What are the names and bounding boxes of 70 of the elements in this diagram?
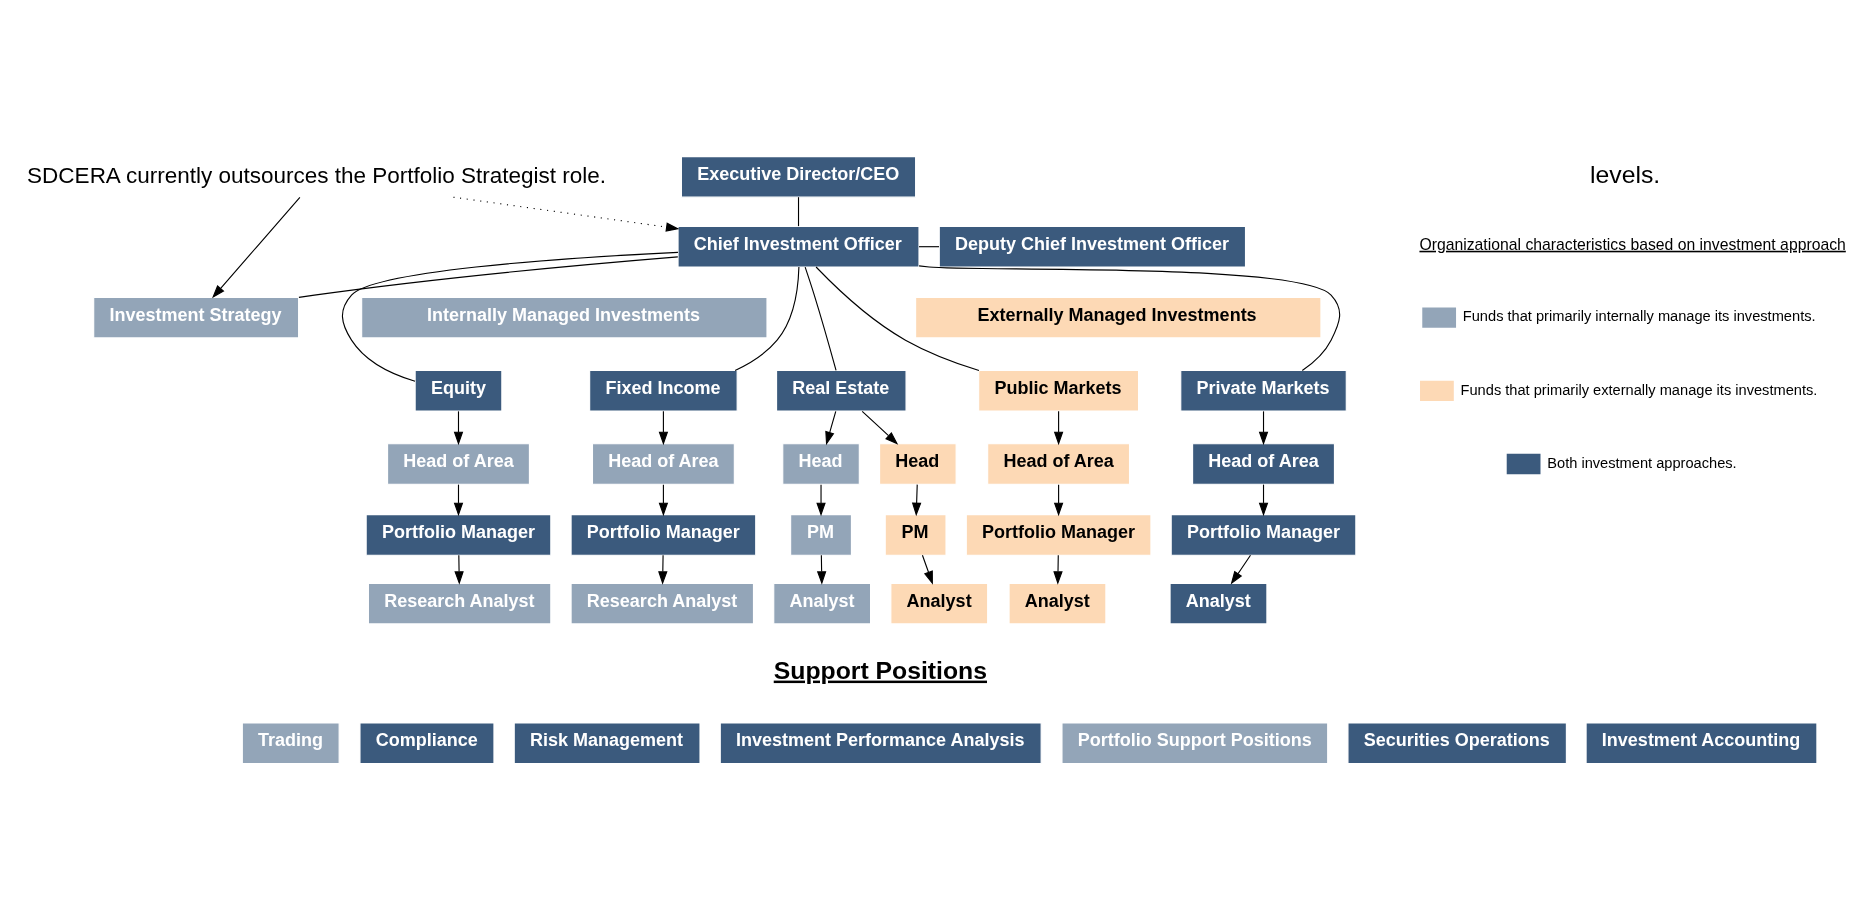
node-box: Investment Accounting xyxy=(1585,722,1818,765)
node-box: Externally Managed Investments xyxy=(915,296,1322,339)
legend-label: Funds that primarily externally manage its investments. xyxy=(1460,381,1818,398)
arrow xyxy=(212,196,301,299)
node-box: Compliance xyxy=(359,722,495,765)
node-box: Head of Area xyxy=(987,443,1131,485)
node-text: SDCERA currently outsources the Portfolio Strategist role. xyxy=(27,162,607,188)
connector xyxy=(341,251,679,382)
arrow xyxy=(658,484,669,517)
label: Support Positions xyxy=(773,656,988,684)
arrow xyxy=(825,410,837,446)
node-box: Investment Performance Analysis xyxy=(719,722,1042,765)
connector xyxy=(815,266,980,372)
arrow xyxy=(453,410,464,446)
node-box: Chief Investment Officer xyxy=(677,225,920,268)
connector xyxy=(734,266,800,371)
node-box: PM xyxy=(790,514,852,556)
node-box: Portfolio Manager xyxy=(570,514,757,556)
node-box: Portfolio Manager xyxy=(965,514,1152,556)
arrow xyxy=(452,196,680,232)
node-box: Analyst xyxy=(773,582,872,625)
arrow xyxy=(453,484,464,517)
arrow xyxy=(921,554,933,585)
node-box: Deputy Chief Investment Officer xyxy=(938,225,1247,268)
node-box: Executive Director/CEO xyxy=(680,156,917,198)
connector xyxy=(804,266,837,371)
arrow xyxy=(658,554,668,585)
legend-label: Funds that primarily internally manage its investments. xyxy=(1462,308,1816,325)
arrow xyxy=(861,410,899,445)
node-box: Head xyxy=(782,443,860,485)
node-box: Head of Area xyxy=(591,443,735,485)
connector xyxy=(918,246,940,248)
node-box: Trading xyxy=(241,722,340,765)
node-box: Research Analyst xyxy=(570,582,755,625)
node-box: Private Markets xyxy=(1180,370,1347,412)
label: Organizational characteristics based on investment approach xyxy=(1419,235,1846,253)
connector xyxy=(797,196,800,227)
connector xyxy=(918,265,1341,371)
node-box: Analyst xyxy=(890,582,989,625)
node-box: Real Estate xyxy=(776,370,907,412)
arrow xyxy=(1053,484,1064,517)
arrow xyxy=(454,554,464,585)
arrow xyxy=(1053,554,1063,585)
node-box: PM xyxy=(884,514,947,556)
node-box: Securities Operations xyxy=(1347,722,1567,765)
arrow xyxy=(1230,554,1252,585)
node-box: Analyst xyxy=(1169,582,1268,625)
arrow xyxy=(816,484,826,517)
node-box: Head xyxy=(879,443,957,485)
node-box: Head of Area xyxy=(1192,443,1335,485)
node-box: Research Analyst xyxy=(367,582,552,625)
node-box: Portfolio Manager xyxy=(1170,514,1357,556)
arrow xyxy=(1258,484,1269,517)
node-box: Fixed Income xyxy=(589,370,738,412)
arrow xyxy=(911,484,922,517)
node-box: Head of Area xyxy=(387,443,530,485)
arrow xyxy=(1053,410,1064,446)
node-box: Equity xyxy=(414,370,503,412)
connector xyxy=(298,256,679,298)
node-box: Risk Management xyxy=(513,722,701,765)
node-box: Portfolio Support Positions xyxy=(1061,722,1329,765)
node-box: Portfolio Manager xyxy=(365,514,552,556)
node-box: Investment Strategy xyxy=(93,296,300,339)
node-box: Internally Managed Investments xyxy=(361,296,768,339)
arrow xyxy=(658,410,669,446)
node-box: Analyst xyxy=(1008,582,1107,625)
legend-label: Both investment approaches. xyxy=(1547,454,1737,471)
node-box: Public Markets xyxy=(978,370,1140,412)
arrow xyxy=(1258,410,1269,446)
label: levels. xyxy=(1590,161,1661,189)
